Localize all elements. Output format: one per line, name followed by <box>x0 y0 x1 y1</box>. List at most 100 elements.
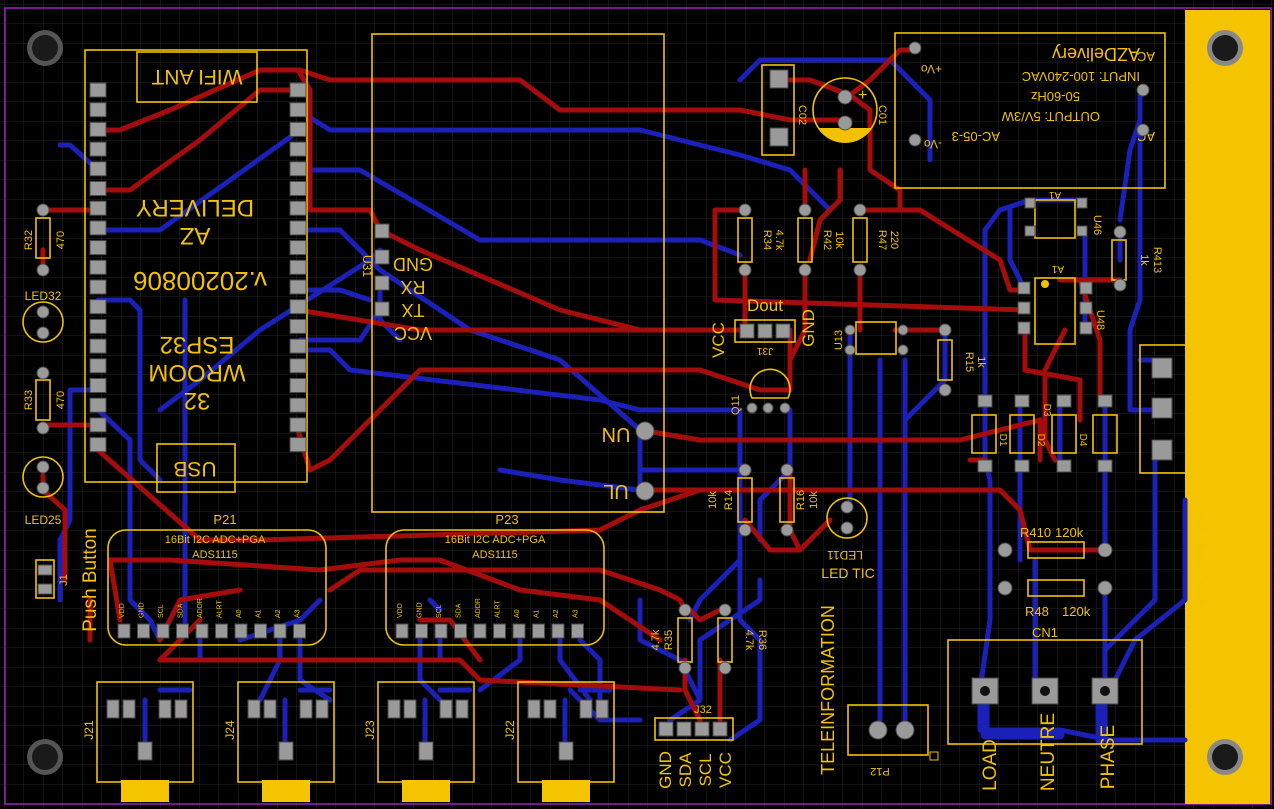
adc-pin-pad <box>117 623 131 639</box>
u31-pin-gnd: GND <box>393 254 433 274</box>
cn1-load: LOAD <box>980 739 1001 791</box>
r410-ref: R410 <box>1020 525 1051 540</box>
adc-pin-pad <box>254 623 267 639</box>
u31-pad <box>374 249 390 265</box>
psu-vo-plus: +Vo <box>921 62 942 76</box>
psu-output: OUTPUT: 5V/3W <box>1001 109 1100 124</box>
r36-value: 4.7k <box>743 630 755 651</box>
d3-ref: D3 <box>1041 404 1052 417</box>
esp32-pad <box>89 437 107 453</box>
r16-value: 10k <box>808 491 820 509</box>
adc-pin-pad <box>273 623 287 639</box>
adc-pin-pad <box>293 623 306 639</box>
cn1-neutre: NEUTRE <box>1038 713 1059 791</box>
adc-pin-label: SDA <box>178 603 185 618</box>
esp32-pad <box>289 161 307 177</box>
psu-ac-2: AC <box>1137 49 1155 64</box>
u48-a1: A1 <box>1051 263 1064 274</box>
c02-pad-1 <box>769 69 789 89</box>
jack-ref: J22 <box>503 720 517 740</box>
adc-pin-label: ADDR <box>475 598 482 618</box>
module-name-32: 32 <box>184 387 211 414</box>
adc-pin-pad <box>473 623 487 639</box>
u46-a1: A1 <box>1048 189 1061 200</box>
u47-model: Bto41-600B <box>1193 543 1207 606</box>
copper-pour-strip <box>1185 10 1270 804</box>
adc-pin-pad <box>234 623 248 639</box>
j1-ref: J1 <box>58 574 70 586</box>
adc-pin-pad <box>571 623 584 639</box>
r47-value: 220 <box>888 231 900 249</box>
u47-ref: U47 <box>1193 509 1207 531</box>
esp32-pad <box>89 318 107 334</box>
adc-pin-pad <box>532 623 545 639</box>
r36-ref: R36 <box>756 630 768 650</box>
adc-pin-label: VDD <box>119 603 126 618</box>
esp32-pad <box>289 299 307 315</box>
p21-ref: P21 <box>213 512 236 527</box>
esp32-pad <box>289 397 307 413</box>
psu-freq: 50-60Hz <box>1031 89 1080 104</box>
psu-brand: AZDelivery <box>1052 44 1140 64</box>
adc-pin-label: SCL <box>158 604 165 618</box>
esp32-pad <box>289 437 307 453</box>
psu-model: AC-05-3 <box>952 129 1000 144</box>
q11-transistor: Q11 <box>730 368 791 415</box>
led25-ref: LED25 <box>25 513 62 527</box>
r16-ref: R16 <box>795 490 807 510</box>
esp32-pad <box>289 279 307 295</box>
esp32-pad <box>289 338 307 354</box>
adc-pin-label: GND <box>417 602 424 618</box>
led32-ref: LED32 <box>25 289 62 303</box>
jack-ref: J23 <box>363 720 377 740</box>
module-name-wroom: WROOM <box>148 359 245 386</box>
r48-ref: R48 <box>1025 604 1049 619</box>
adc-pin-pad <box>195 623 209 639</box>
un-pad <box>635 421 655 441</box>
j31-header: Dout VCC GND J31 <box>709 296 818 358</box>
cn1-phase: PHASE <box>1098 725 1119 789</box>
adc-pin-pad <box>395 623 409 639</box>
esp32-pad <box>89 299 107 315</box>
u46-ref: U46 <box>1091 215 1103 235</box>
j32-sda: SDA <box>676 752 695 788</box>
esp32-pad <box>89 397 107 413</box>
esp32-pad <box>289 240 307 256</box>
esp32-pad <box>89 338 107 354</box>
p12-ref: P12 <box>870 765 890 777</box>
r410-value: 120k <box>1055 525 1084 540</box>
adc-pin-label: A0 <box>236 609 243 618</box>
ul-label: UL <box>603 480 629 502</box>
r32-ref: R32 <box>23 230 35 250</box>
adc-pin-pad <box>434 623 448 639</box>
j32-ref: J32 <box>694 704 712 716</box>
r35-value: 4.7k <box>650 629 662 650</box>
wifi-antenna-label: WIFI ANT <box>151 65 242 88</box>
module-name-esp32: ESP32 <box>160 331 235 358</box>
esp32-pad <box>289 102 307 118</box>
r15-ref: R15 <box>963 352 975 372</box>
r35-ref: R35 <box>663 630 675 650</box>
c02-ref: C02 <box>796 105 808 125</box>
u31-pin-vcc: VCC <box>394 323 432 343</box>
esp32-left-pads <box>89 82 107 453</box>
d2-ref: D2 <box>1035 434 1046 447</box>
adc-pin-label: VDD <box>397 603 404 618</box>
c01-ref: C01 <box>876 105 888 125</box>
esp32-pad <box>89 161 107 177</box>
adc-pin-label: A1 <box>256 609 263 618</box>
esp32-pad <box>89 200 107 216</box>
r34-ref: R34 <box>761 230 773 250</box>
adc-pin-label: A2 <box>275 609 282 618</box>
r413-value: 1k <box>1138 254 1150 266</box>
adc-pin-label: A2 <box>553 609 560 618</box>
led11-ref: LED11 <box>827 548 863 562</box>
esp32-pad <box>289 358 307 374</box>
esp32-pad <box>89 417 107 433</box>
u48-ref: U48 <box>1094 310 1106 330</box>
c01-plus: + <box>858 87 867 104</box>
